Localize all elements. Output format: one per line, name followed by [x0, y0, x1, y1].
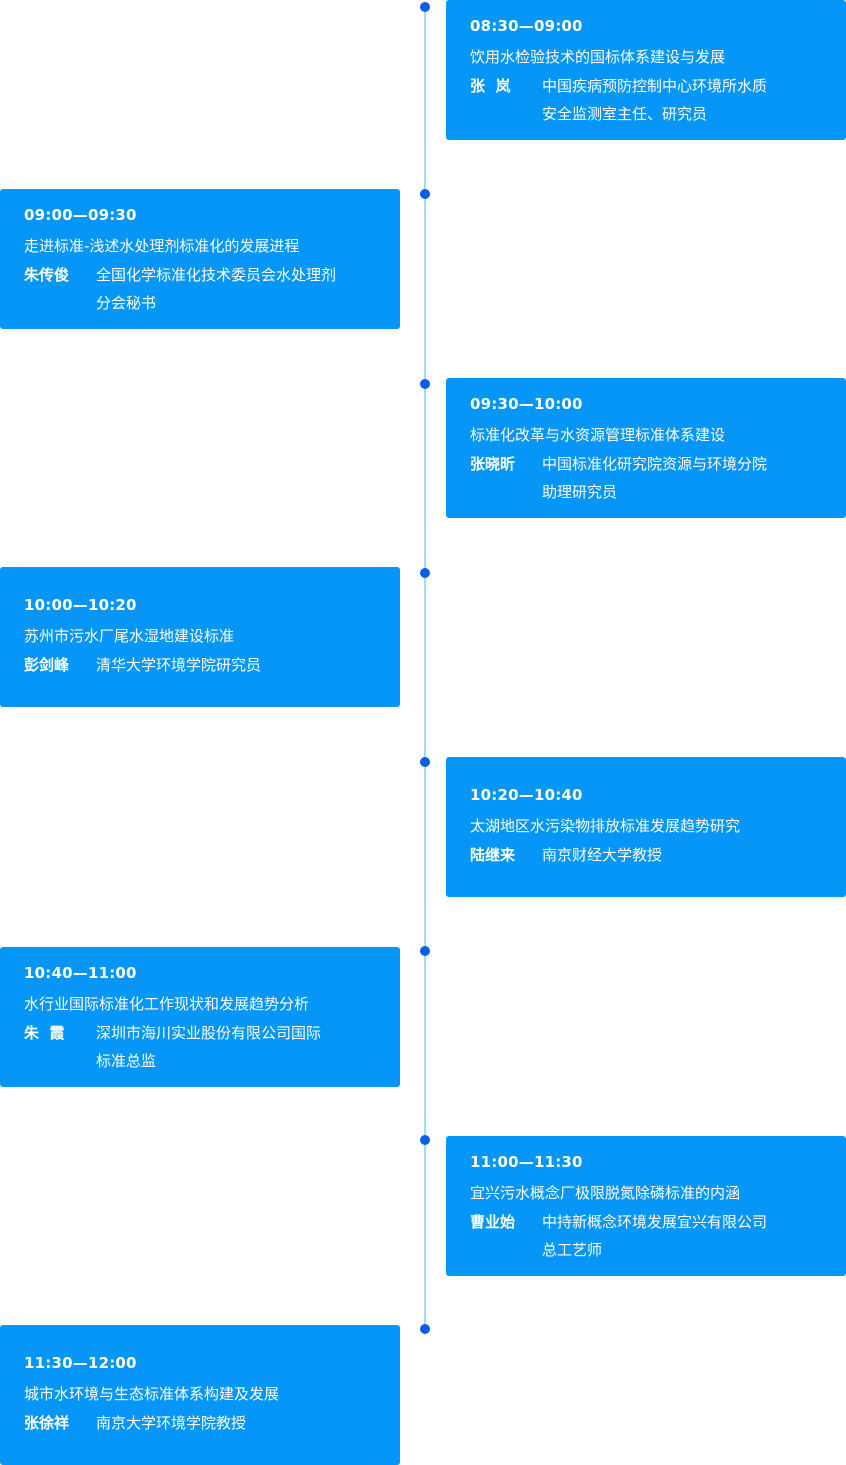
speaker-role: 清华大学环境学院研究员 — [96, 656, 262, 674]
session-title: 宜兴污水概念厂极限脱氮除磷标准的内涵 — [470, 1184, 741, 1202]
timeline-dot — [420, 1324, 430, 1334]
timeline-dot — [420, 946, 430, 956]
session-speaker: 张晓昕 中国标准化研究院资源与环境分院 助理研究员 — [470, 454, 822, 506]
timeline-dot — [420, 189, 430, 199]
session-speaker: 张 岚 中国疾病预防控制中心环境所水质 安全监测室主任、研究员 — [470, 76, 822, 128]
session-card: 09:30—10:00 标准化改革与水资源管理标准体系建设 张晓昕 中国标准化研… — [446, 378, 846, 518]
timeline-line — [424, 6, 426, 1330]
speaker-role: 中国疾病预防控制中心环境所水质 安全监测室主任、研究员 — [542, 77, 768, 123]
session-time: 10:00—10:20 — [24, 596, 137, 614]
session-speaker: 陆继来 南京财经大学教授 — [470, 845, 822, 869]
speaker-name: 朱 霞 — [24, 1024, 65, 1042]
session-speaker: 曹业始 中持新概念环境发展宜兴有限公司 总工艺师 — [470, 1212, 822, 1264]
speaker-role: 南京财经大学教授 — [542, 846, 663, 864]
session-title: 城市水环境与生态标准体系构建及发展 — [24, 1385, 280, 1403]
speaker-name: 曹业始 — [470, 1213, 516, 1231]
session-title: 苏州市污水厂尾水湿地建设标准 — [24, 627, 235, 645]
session-speaker: 张徐祥 南京大学环境学院教授 — [24, 1413, 376, 1437]
session-title: 走进标准-浅述水处理剂标准化的发展进程 — [24, 237, 300, 255]
session-card: 10:20—10:40 太湖地区水污染物排放标准发展趋势研究 陆继来 南京财经大… — [446, 757, 846, 897]
session-speaker: 彭剑峰 清华大学环境学院研究员 — [24, 655, 376, 679]
session-title: 标准化改革与水资源管理标准体系建设 — [470, 426, 726, 444]
session-card: 09:00—09:30 走进标准-浅述水处理剂标准化的发展进程 朱传俊 全国化学… — [0, 189, 400, 329]
session-time: 08:30—09:00 — [470, 17, 583, 35]
speaker-role: 南京大学环境学院教授 — [96, 1414, 247, 1432]
timeline-dot — [420, 379, 430, 389]
timeline-dot — [420, 568, 430, 578]
session-title: 水行业国际标准化工作现状和发展趋势分析 — [24, 995, 310, 1013]
speaker-role: 中国标准化研究院资源与环境分院 助理研究员 — [542, 455, 768, 501]
session-time: 11:30—12:00 — [24, 1354, 137, 1372]
speaker-name: 朱传俊 — [24, 266, 70, 284]
session-speaker: 朱 霞 深圳市海川实业股份有限公司国际 标准总监 — [24, 1023, 376, 1075]
speaker-name: 张 岚 — [470, 77, 511, 95]
speaker-role: 中持新概念环境发展宜兴有限公司 总工艺师 — [542, 1213, 768, 1259]
session-time: 11:00—11:30 — [470, 1153, 583, 1171]
session-card: 08:30—09:00 饮用水检验技术的国标体系建设与发展 张 岚 中国疾病预防… — [446, 0, 846, 140]
speaker-role: 深圳市海川实业股份有限公司国际 标准总监 — [96, 1024, 322, 1070]
speaker-name: 张徐祥 — [24, 1414, 70, 1432]
session-card: 11:30—12:00 城市水环境与生态标准体系构建及发展 张徐祥 南京大学环境… — [0, 1325, 400, 1465]
session-title: 太湖地区水污染物排放标准发展趋势研究 — [470, 817, 741, 835]
speaker-name: 张晓昕 — [470, 455, 516, 473]
speaker-name: 陆继来 — [470, 846, 516, 864]
session-card: 10:00—10:20 苏州市污水厂尾水湿地建设标准 彭剑峰 清华大学环境学院研… — [0, 567, 400, 707]
session-title: 饮用水检验技术的国标体系建设与发展 — [470, 48, 726, 66]
session-time: 10:40—11:00 — [24, 964, 137, 982]
session-time: 09:30—10:00 — [470, 395, 583, 413]
timeline-dot — [420, 1135, 430, 1145]
session-card: 10:40—11:00 水行业国际标准化工作现状和发展趋势分析 朱 霞 深圳市海… — [0, 947, 400, 1087]
session-time: 10:20—10:40 — [470, 786, 583, 804]
session-card: 11:00—11:30 宜兴污水概念厂极限脱氮除磷标准的内涵 曹业始 中持新概念… — [446, 1136, 846, 1276]
speaker-name: 彭剑峰 — [24, 656, 70, 674]
speaker-role: 全国化学标准化技术委员会水处理剂 分会秘书 — [96, 266, 337, 312]
session-time: 09:00—09:30 — [24, 206, 137, 224]
timeline-dot — [420, 2, 430, 12]
timeline-dot — [420, 757, 430, 767]
session-speaker: 朱传俊 全国化学标准化技术委员会水处理剂 分会秘书 — [24, 265, 376, 317]
